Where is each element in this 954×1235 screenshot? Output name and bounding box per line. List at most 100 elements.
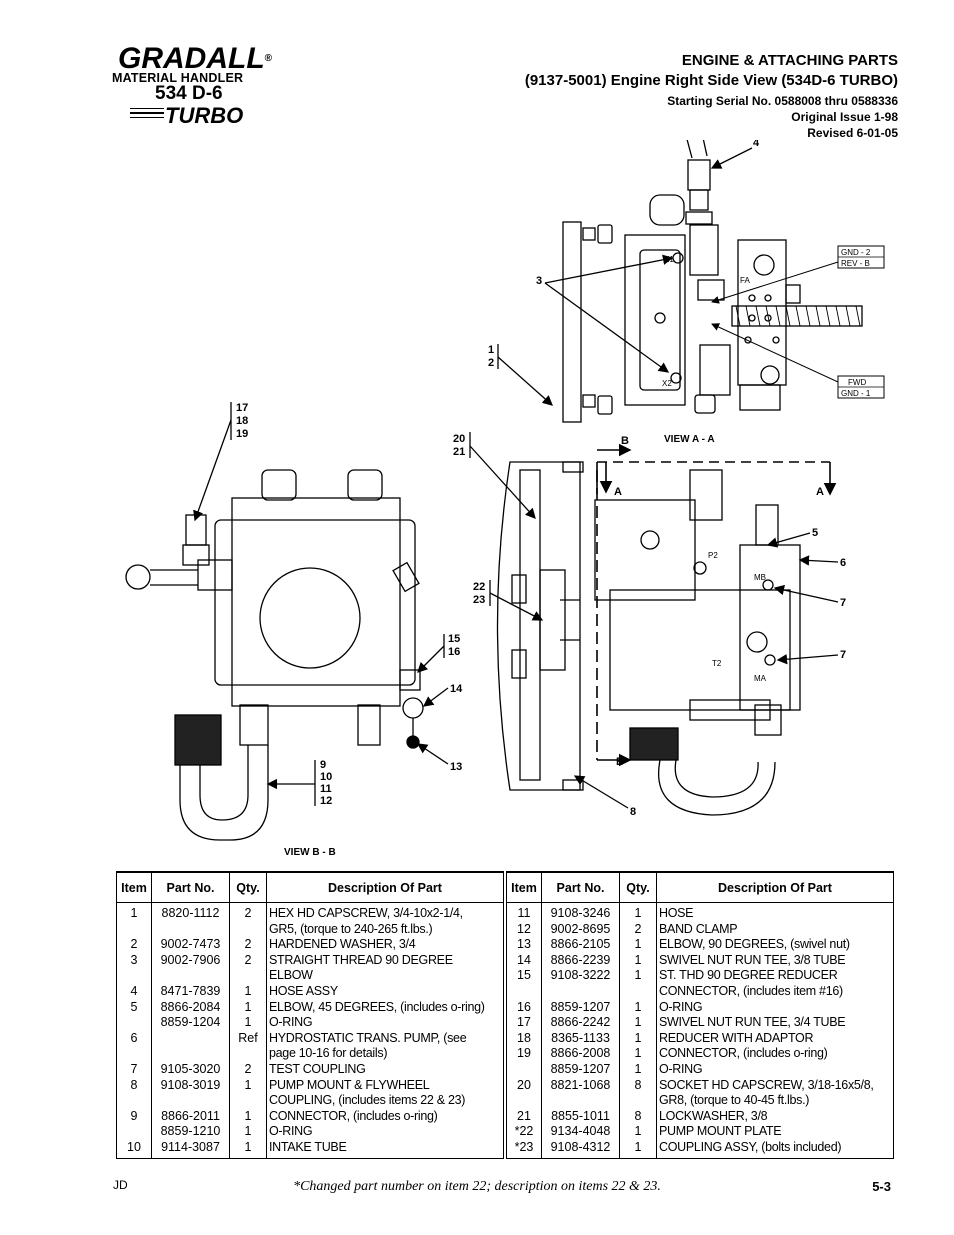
item-cell: 5 (116, 999, 152, 1016)
part-no-cell: 8866-2242 (541, 1015, 620, 1031)
part-no-cell: 8866-2011 (151, 1108, 230, 1125)
part-no-cell: 9108-3222 (541, 968, 620, 984)
description-cell: ELBOW, 45 DEGREES, (includes o-ring) (266, 999, 504, 1016)
item-cell (116, 921, 152, 938)
qty-cell (229, 1093, 267, 1109)
callout-1: 1 (488, 344, 494, 356)
part-no-cell (151, 921, 230, 938)
serial-range: Starting Serial No. 0588008 thru 0588336 (667, 94, 898, 108)
description-cell: ST. THD 90 DEGREE REDUCER (656, 968, 894, 984)
description-cell: HOSE (656, 902, 894, 922)
callout-4: 4 (753, 140, 760, 149)
item-cell: 19 (506, 1046, 542, 1062)
item-cell: 20 (506, 1077, 542, 1094)
footer-code: JD (113, 1178, 128, 1192)
item-cell: 15 (506, 968, 542, 984)
part-no-cell (151, 1030, 230, 1047)
callout-8: 8 (630, 806, 636, 818)
svg-text:15: 15 (448, 633, 460, 645)
svg-text:23: 23 (473, 594, 485, 606)
qty-cell: 1 (619, 902, 657, 922)
part-no-cell (151, 1093, 230, 1109)
svg-text:21: 21 (453, 446, 465, 458)
view-bb-label: VIEW B - B (284, 847, 336, 858)
logo-model: 534 D-6 (155, 83, 223, 104)
item-cell (506, 983, 542, 1000)
qty-cell: 2 (229, 1061, 267, 1078)
section-a-left: A (614, 486, 622, 498)
description-cell: ELBOW, 90 DEGREES, (swivel nut) (656, 937, 894, 953)
section-b-top: B (621, 435, 629, 447)
part-no-cell: 8866-2008 (541, 1046, 620, 1062)
item-cell (116, 1015, 152, 1031)
description-cell: PUMP MOUNT PLATE (656, 1124, 894, 1140)
logo-brand: GRADALL® (118, 42, 273, 75)
callout-22-23: 22 23 (473, 580, 544, 621)
qty-cell: 1 (619, 937, 657, 953)
callout-7a: 7 (840, 597, 846, 609)
qty-cell: 1 (229, 1139, 267, 1159)
item-cell: 9 (116, 1108, 152, 1125)
description-cell: PUMP MOUNT & FLYWHEEL (266, 1077, 504, 1094)
callout-13: 13 (450, 761, 462, 773)
callout-5: 5 (812, 527, 818, 539)
item-cell (506, 1093, 542, 1109)
view-aa-label: VIEW A - A (664, 434, 715, 445)
description-cell: O-RING (656, 1061, 894, 1078)
item-cell: 3 (116, 952, 152, 969)
part-no-cell (151, 968, 230, 984)
part-no-cell: 8365-1133 (541, 1030, 620, 1047)
item-cell: 10 (116, 1139, 152, 1159)
qty-cell: 1 (229, 1124, 267, 1140)
description-cell: COUPLING ASSY, (bolts included) (656, 1139, 894, 1159)
svg-text:12: 12 (320, 795, 332, 807)
item-cell: 13 (506, 937, 542, 953)
part-no-cell: 8866-2084 (151, 999, 230, 1016)
description-cell: STRAIGHT THREAD 90 DEGREE (266, 952, 504, 969)
exploded-parts-diagram: GND - 2 REV - B FWD GND - 1 X1 X2 FA 4 3… (125, 140, 885, 858)
qty-cell: 1 (619, 1061, 657, 1078)
description-cell: HARDENED WASHER, 3/4 (266, 937, 504, 953)
footer-note: *Changed part number on item 22; descrip… (293, 1179, 661, 1194)
svg-text:10: 10 (320, 771, 332, 783)
table-row: COUPLING, (includes items 22 & 23) (116, 1093, 504, 1109)
part-no-cell: 8866-2105 (541, 937, 620, 953)
port-p2: P2 (708, 551, 718, 560)
qty-cell: 1 (619, 1030, 657, 1047)
logo-speed-lines (130, 108, 164, 122)
description-cell: GR8, (torque to 40-45 ft.lbs.) (656, 1093, 894, 1109)
description-cell: SWIVEL NUT RUN TEE, 3/8 TUBE (656, 952, 894, 969)
callout-9-12: 9 10 11 12 (266, 759, 332, 807)
port-ma: MA (754, 674, 767, 683)
section-a-right: A (816, 486, 824, 498)
svg-text:18: 18 (236, 415, 248, 427)
qty-cell (229, 921, 267, 938)
description-cell: O-RING (266, 1015, 504, 1031)
col-part-no: Part No. (541, 871, 620, 903)
col-item: Item (116, 871, 152, 903)
svg-text:22: 22 (473, 581, 485, 593)
svg-text:11: 11 (320, 783, 332, 795)
description-cell: HOSE ASSY (266, 983, 504, 1000)
description-cell: SWIVEL NUT RUN TEE, 3/4 TUBE (656, 1015, 894, 1031)
table-row: CONNECTOR, (includes item #16) (506, 983, 894, 1000)
qty-cell: 1 (619, 968, 657, 984)
item-cell: 12 (506, 921, 542, 938)
port-fa: FA (740, 276, 750, 285)
item-cell: 6 (116, 1030, 152, 1047)
qty-cell (619, 1093, 657, 1109)
part-no-cell (151, 1046, 230, 1062)
item-cell (116, 1093, 152, 1109)
part-no-cell: 9105-3020 (151, 1061, 230, 1078)
